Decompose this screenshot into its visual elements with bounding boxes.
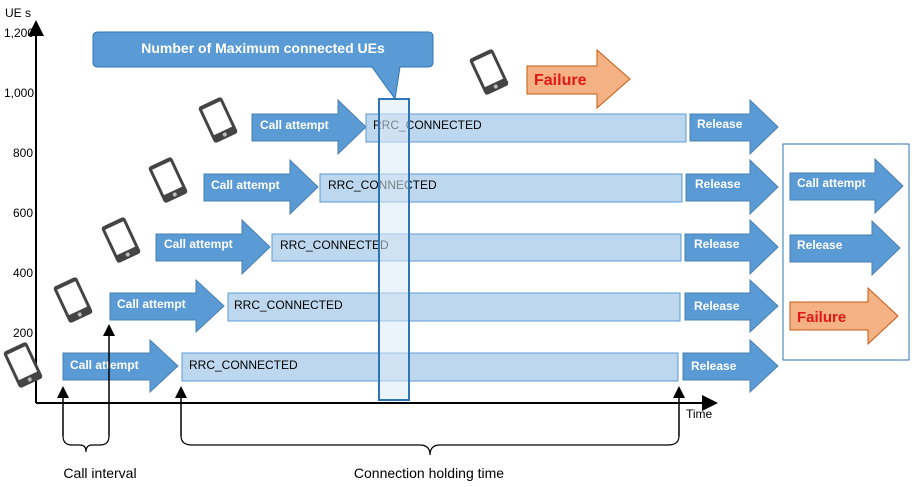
release-arrow bbox=[685, 158, 779, 216]
release-arrow bbox=[684, 218, 779, 276]
legend-failure-arrow bbox=[789, 286, 899, 346]
callout-box bbox=[92, 31, 434, 101]
row-3: Call attempt RRC_CONNECTED Release bbox=[100, 216, 779, 276]
y-tick-600: 600 bbox=[13, 206, 33, 220]
call-attempt-arrow bbox=[62, 338, 179, 394]
x-axis-label: Time bbox=[686, 407, 713, 421]
release-label: Release bbox=[695, 177, 741, 191]
release-arrow bbox=[684, 278, 779, 334]
y-tick-200: 200 bbox=[13, 326, 33, 340]
failure-label: Failure bbox=[534, 72, 587, 89]
phone-icon bbox=[2, 341, 44, 389]
rrc-connected-bar bbox=[271, 233, 682, 262]
release-label: Release bbox=[697, 117, 743, 131]
call-interval-label: Call interval bbox=[63, 465, 136, 481]
call-attempt-label: Call attempt bbox=[260, 118, 329, 132]
legend-call-attempt-arrow bbox=[789, 157, 904, 215]
phone-icon bbox=[100, 216, 142, 264]
call-attempt-arrow bbox=[109, 278, 225, 334]
legend-call-attempt-label: Call attempt bbox=[797, 176, 866, 190]
max-connected-highlight bbox=[378, 98, 410, 401]
failure-arrow bbox=[526, 48, 631, 110]
release-label: Release bbox=[694, 299, 740, 313]
top-failure: Failure bbox=[468, 48, 631, 110]
call-interval-brace bbox=[62, 435, 110, 453]
call-attempt-label: Call attempt bbox=[211, 178, 280, 192]
holding-time-label: Connection holding time bbox=[354, 465, 504, 481]
holding-time-brace bbox=[180, 435, 680, 456]
row-2: Call attempt RRC_CONNECTED Release bbox=[52, 276, 779, 334]
y-tick-1000: 1,000 bbox=[4, 86, 34, 100]
release-label: Release bbox=[694, 237, 740, 251]
y-tick-800: 800 bbox=[13, 146, 33, 160]
y-tick-1200: 1,200 bbox=[4, 26, 34, 40]
call-attempt-arrow bbox=[251, 98, 367, 156]
callout: Number of Maximum connected UEs bbox=[92, 31, 434, 101]
legend-release-label: Release bbox=[797, 238, 843, 252]
phone-icon bbox=[52, 276, 94, 324]
call-attempt-label: Call attempt bbox=[117, 297, 186, 311]
rrc-connected-bar bbox=[365, 113, 687, 143]
phone-icon bbox=[147, 156, 189, 204]
y-tick-400: 400 bbox=[13, 266, 33, 280]
y-axis-label: UE s bbox=[5, 6, 31, 20]
call-attempt-label: Call attempt bbox=[164, 237, 233, 251]
rrc-connected-bar bbox=[181, 352, 679, 382]
phone-icon bbox=[468, 48, 510, 96]
callout-title: Number of Maximum connected UEs bbox=[141, 40, 385, 56]
rrc-connected-bar bbox=[227, 292, 681, 322]
row-1: Call attempt RRC_CONNECTED Release bbox=[2, 338, 779, 394]
rrc-connected-label: RRC_CONNECTED bbox=[280, 238, 389, 252]
release-arrow bbox=[689, 98, 779, 156]
call-attempt-arrow bbox=[203, 158, 319, 216]
rrc-connected-label: RRC_CONNECTED bbox=[234, 298, 343, 312]
release-label: Release bbox=[691, 359, 737, 373]
rrc-connected-label: RRC_CONNECTED bbox=[189, 358, 298, 372]
call-attempt-arrow bbox=[155, 218, 271, 276]
legend: Call attempt Release Failure bbox=[782, 143, 910, 361]
phone-icon bbox=[197, 96, 239, 144]
row-5: Call attempt RRC_CONNECTED Release bbox=[197, 96, 779, 156]
row-4: Call attempt RRC_CONNECTED Release bbox=[147, 156, 779, 216]
call-attempt-label: Call attempt bbox=[70, 358, 139, 372]
release-arrow bbox=[682, 338, 779, 394]
legend-failure-label: Failure bbox=[797, 309, 846, 326]
legend-release-arrow bbox=[789, 219, 901, 277]
